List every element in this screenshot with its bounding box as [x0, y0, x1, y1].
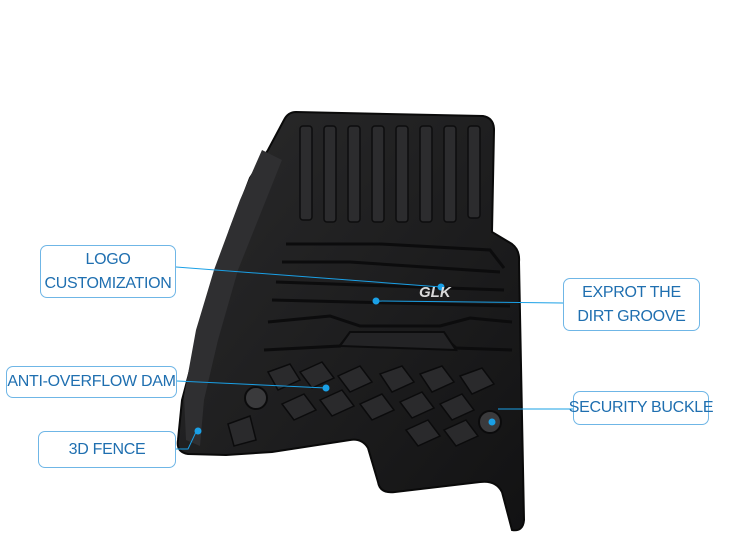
callout-dirt-groove: EXPROT THE DIRT GROOVE: [563, 278, 700, 331]
callout-groove-line1: EXPROT THE: [582, 283, 681, 301]
left-buckle: [244, 386, 268, 410]
mat-logo: GLK: [419, 284, 452, 301]
floor-mat: [176, 110, 526, 532]
fence-wall: [184, 150, 282, 446]
diamond-pattern: [227, 361, 496, 447]
callout-anti-overflow-dam: ANTI-OVERFLOW DAM: [6, 366, 177, 398]
callout-3d-fence: 3D FENCE: [38, 431, 176, 468]
callout-groove-line2: DIRT GROOVE: [577, 307, 686, 325]
callout-fence-text: 3D FENCE: [68, 440, 146, 458]
callout-security-buckle: SECURITY BUCKLE: [569, 391, 714, 425]
top-ribs: [299, 125, 481, 223]
callout-buckle-text: SECURITY BUCKLE: [568, 399, 714, 416]
callout-dots: [194, 283, 496, 435]
callout-dam-text: ANTI-OVERFLOW DAM: [7, 373, 176, 390]
callout-logo-line1: LOGO: [85, 250, 131, 268]
callout-logo-line2: CUSTOMIZATION: [44, 274, 172, 292]
callout-lines: [175, 266, 573, 450]
callout-logo-customization: LOGO CUSTOMIZATION: [40, 245, 176, 298]
